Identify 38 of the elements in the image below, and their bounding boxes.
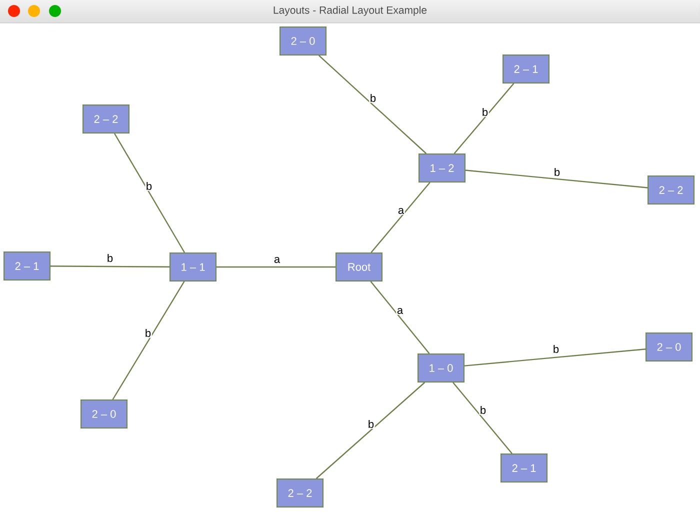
connector-line (370, 281, 430, 354)
connector-line (216, 266, 336, 268)
edge-label: b (367, 419, 375, 429)
edge-label: b (144, 328, 152, 338)
node-box: 2 – 1 (4, 252, 50, 280)
edge-label: a (273, 256, 281, 264)
connector-line (465, 170, 648, 188)
node-box: 1 – 1 (170, 252, 216, 282)
connector-line (316, 382, 426, 479)
edge-label: b (553, 167, 561, 177)
connector-line (452, 382, 512, 454)
connector-line (454, 83, 514, 154)
edge-label: b (481, 107, 489, 117)
connector-line (464, 348, 646, 366)
edge-label: a (397, 207, 405, 215)
connector-line (112, 281, 185, 400)
connector-line (370, 182, 430, 253)
node-box: 2 – 2 (82, 104, 130, 134)
node-box: 2 – 1 (500, 454, 548, 482)
edge-label: b (106, 253, 114, 263)
edge-label: a (396, 307, 404, 315)
node-box: 2 – 1 (502, 54, 550, 84)
edge-label: b (552, 344, 560, 354)
window-title: Layouts - Radial Layout Example (274, 6, 427, 16)
edge-label: b (369, 93, 377, 103)
edge-label: b (145, 181, 153, 191)
node-box: 2 – 2 (276, 478, 324, 508)
node-box: 2 – 0 (646, 332, 692, 362)
node-box: Root (336, 252, 382, 282)
node-box: 2 – 0 (80, 400, 128, 428)
node-box: 1 – 0 (418, 354, 464, 382)
connector-line (114, 133, 186, 253)
node-box: 2 – 2 (648, 176, 695, 204)
edge-label: b (479, 405, 487, 415)
connector-line (50, 266, 170, 268)
node-box: 2 – 0 (280, 26, 326, 56)
connector-line (318, 55, 427, 154)
node-box: 1 – 2 (418, 154, 466, 182)
